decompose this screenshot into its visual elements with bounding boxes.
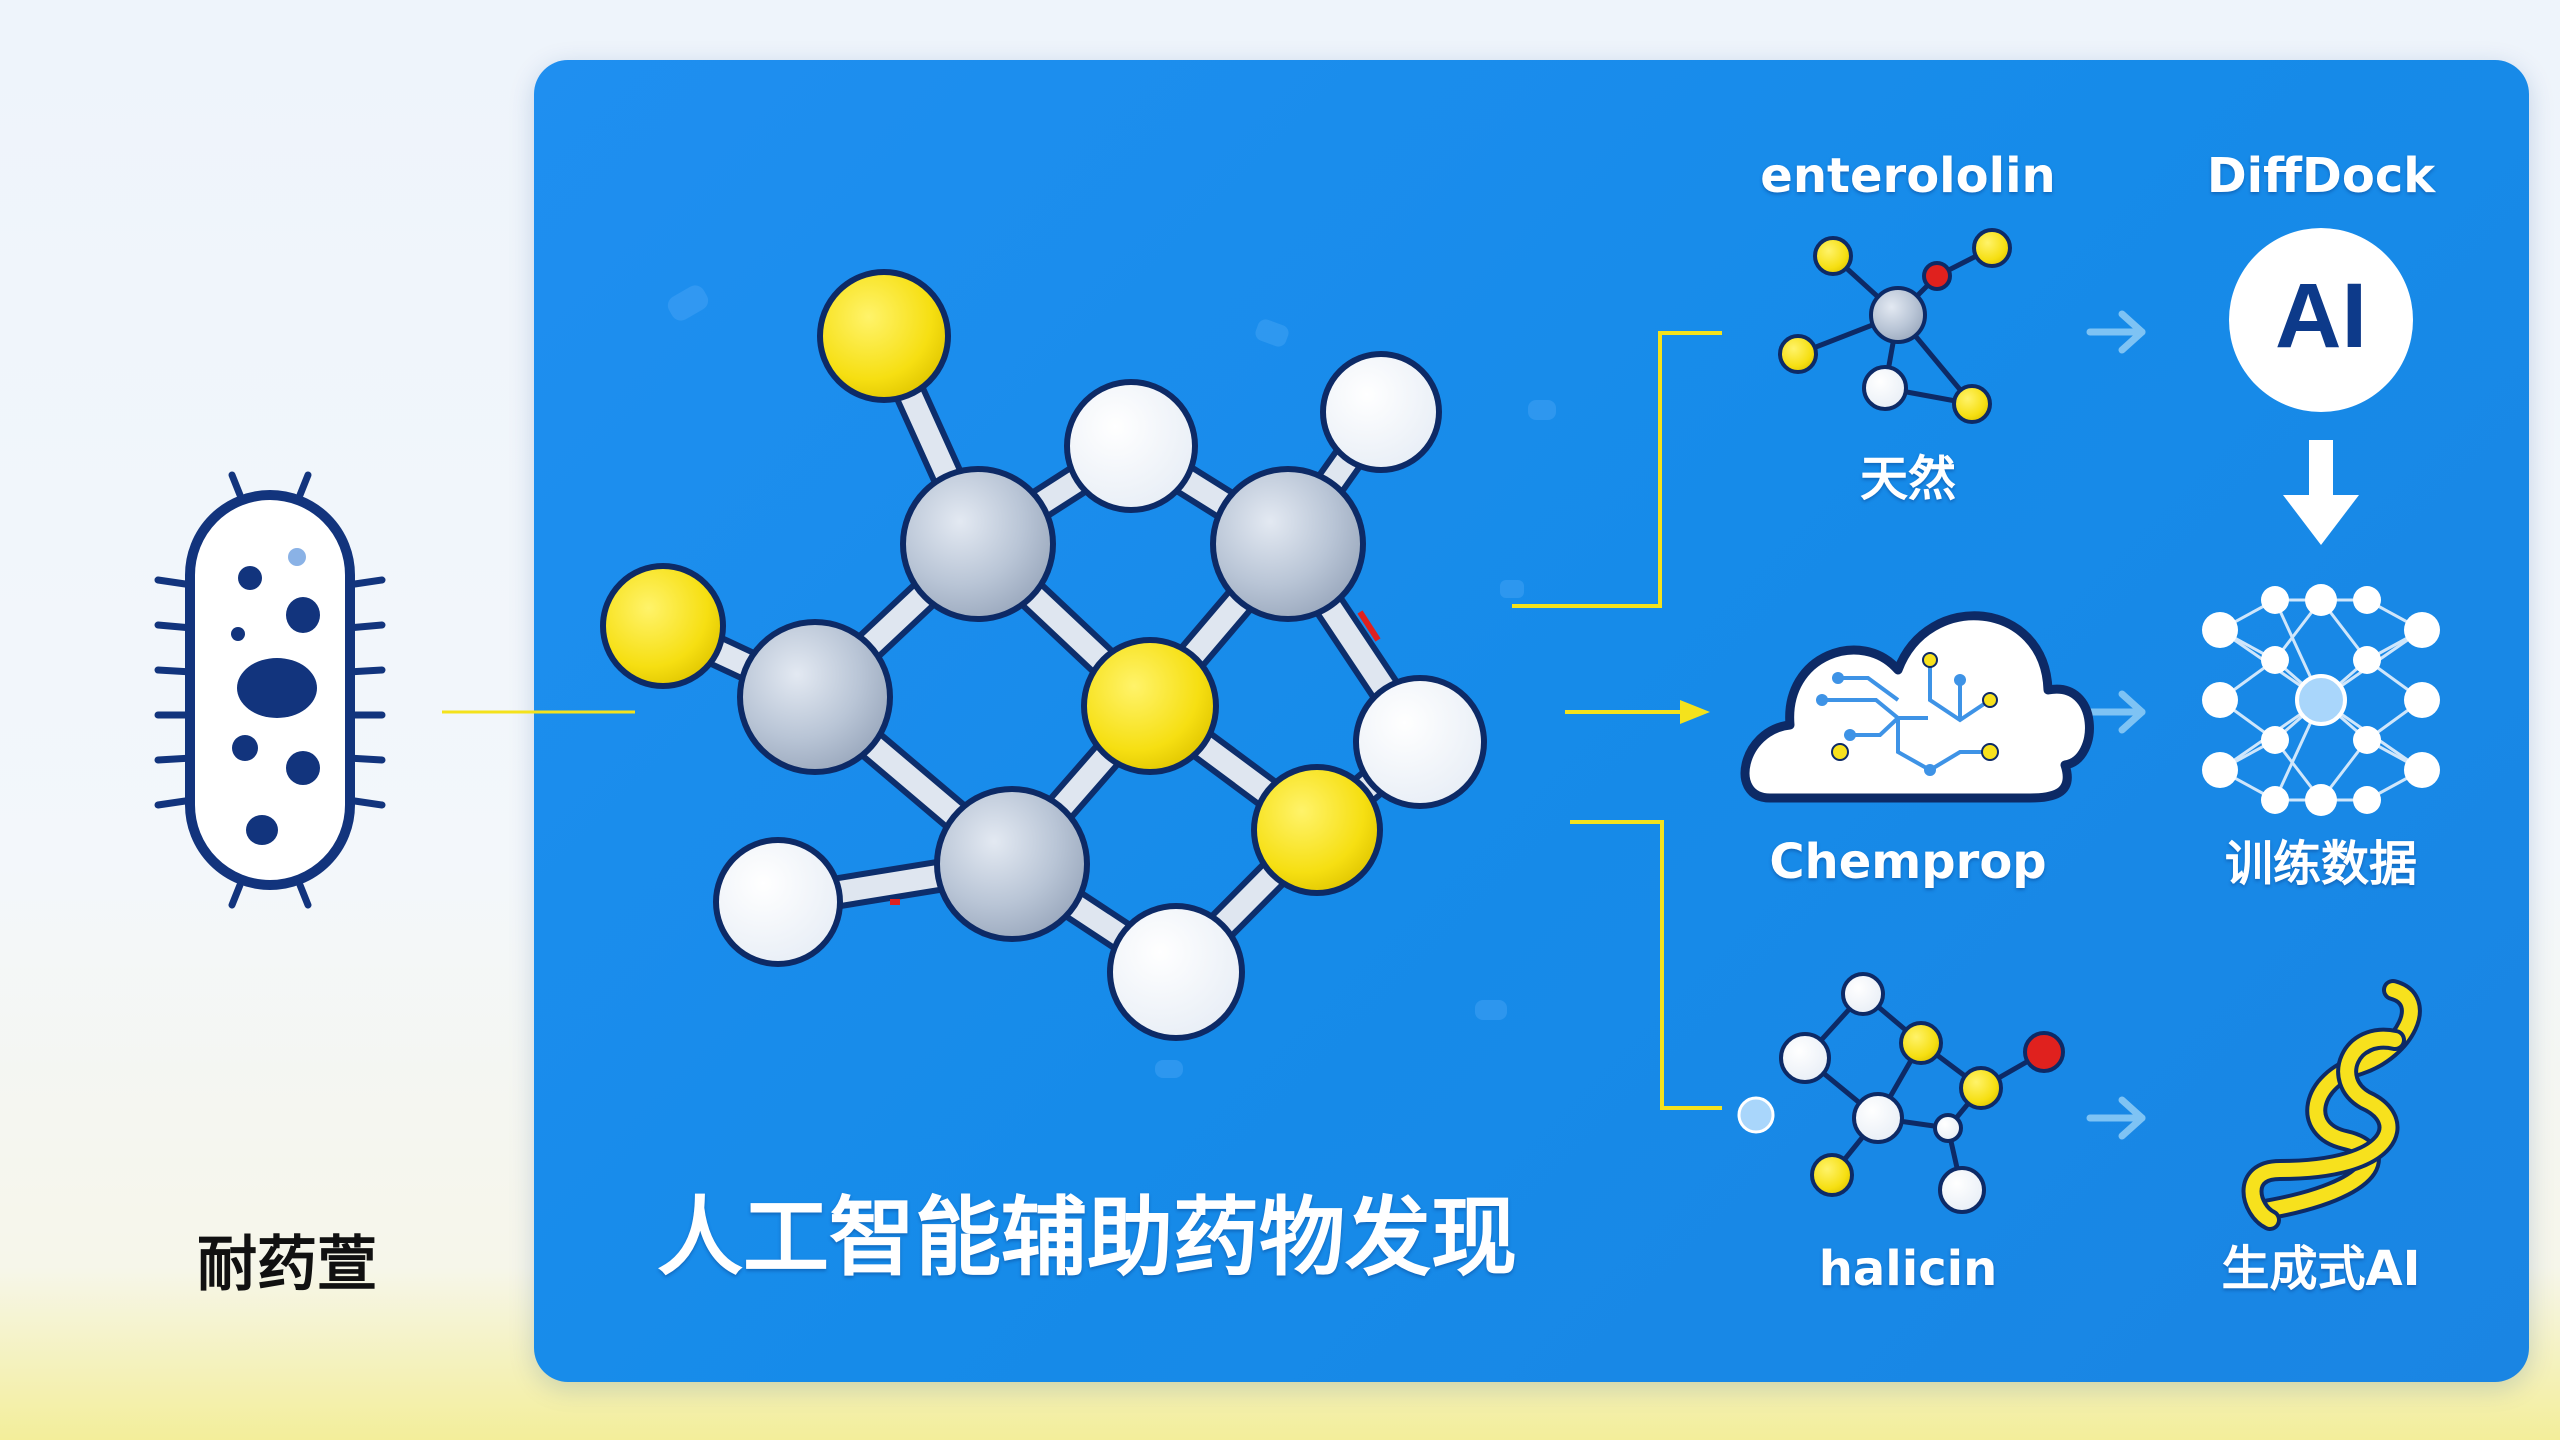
ai-badge-text: AI	[2275, 265, 2367, 367]
small-molecule-icon	[1778, 228, 2012, 424]
enterololin-label: enterololin	[1760, 148, 2056, 204]
generative-ai-label: 生成式AI	[2221, 1241, 2421, 1297]
chemprop-label: Chemprop	[1769, 834, 2047, 890]
arrow-right-icon	[2086, 1096, 2146, 1140]
connector-lines	[1512, 331, 1722, 1110]
training-data-label: 训练数据	[2224, 836, 2418, 892]
natural-label: 天然	[1859, 451, 1957, 507]
neural-network-icon	[2202, 584, 2440, 816]
halicin-label: halicin	[1818, 1241, 1998, 1297]
drug-resistant-label: 耐药萱	[197, 1230, 377, 1300]
dna-helix-icon	[2241, 979, 2422, 1231]
arrow-right-icon	[2086, 690, 2146, 734]
decorative-bubbles	[667, 285, 1556, 1078]
arrow-down-icon	[2283, 440, 2359, 545]
arrow-right-icon	[1680, 700, 1710, 724]
ai-badge-icon	[2229, 228, 2413, 412]
arrow-right-icon	[2086, 310, 2146, 354]
central-molecule	[600, 269, 1487, 1041]
diffdock-label: DiffDock	[2206, 148, 2436, 204]
main-title: 人工智能辅助药物发现	[657, 1188, 1517, 1288]
cloud-network-icon	[1740, 611, 2094, 803]
small-molecule-icon	[1737, 972, 2065, 1214]
bacterium-icon	[154, 471, 386, 909]
